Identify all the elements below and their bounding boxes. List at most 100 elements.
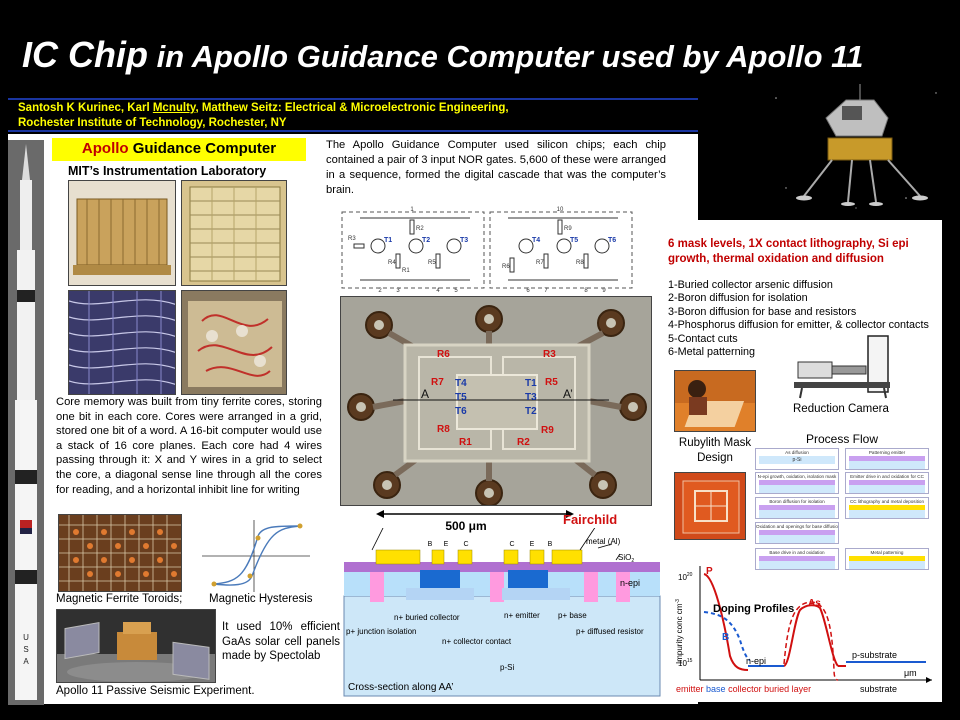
process-flow-step: Oxidation and openings for base diffusio… <box>755 522 839 544</box>
process-flow-caption: CC lithography and metal deposition <box>849 499 925 504</box>
seismic-label: Apollo 11 Passive Seismic Experiment. <box>56 685 255 697</box>
resistor-label: R1 <box>402 268 410 274</box>
collector-contact-label: n+ collector contact <box>442 637 512 646</box>
rubylith-mask-image <box>674 472 746 540</box>
process-step: 2-Boron diffusion for isolation <box>668 292 808 305</box>
cross-section-letter: E <box>530 541 535 548</box>
b-profile-label: B <box>722 632 729 643</box>
resistor-label: R4 <box>388 260 396 266</box>
process-flow-step: CC lithography and metal deposition <box>845 497 929 519</box>
cross-section-letter: E <box>444 541 449 548</box>
doping-legend: emitter base collector buried layer <box>676 684 811 694</box>
reduction-camera-image <box>794 335 890 399</box>
pin-label: 1 <box>410 207 414 213</box>
cross-section-letter: C <box>463 541 468 548</box>
reduction-camera-label: Reduction Camera <box>793 403 889 415</box>
die-resistor-label: R6 <box>437 349 450 360</box>
rubylith-photo <box>674 370 756 432</box>
resistor-label: R9 <box>564 226 572 232</box>
transistor-label: T1 <box>384 237 392 244</box>
core-rope-photo <box>68 290 176 395</box>
base-label: p+ base <box>558 611 587 620</box>
nor-gate-schematic: 1 2 3 4 5 6 7 8 9 10 T1 T2 T3 T4 T5 T6 R… <box>341 207 633 294</box>
toroids-label: Magnetic Ferrite Toroids; <box>56 593 183 605</box>
die-resistor-label: R3 <box>543 349 556 360</box>
metal-label: metal (Al) <box>586 537 621 546</box>
seismic-experiment-photo <box>56 609 216 683</box>
poster-title: IC Chip in Apollo Guidance Computer used… <box>22 34 863 76</box>
process-flow-caption: Oxidation and openings for base diffusio… <box>756 524 839 529</box>
transistor-label: T3 <box>460 237 468 244</box>
pin-label: 8 <box>584 288 588 294</box>
die-resistor-label: R7 <box>431 377 444 388</box>
process-flow-step: N-epi growth, oxidation, isolation mask <box>755 472 839 494</box>
process-flow-caption: Patterning emitter <box>868 450 906 455</box>
apollo-word: Apollo <box>81 140 129 157</box>
title-rest: in Apollo Guidance Computer used by Apol… <box>147 39 864 74</box>
cross-section-letter: C <box>509 541 514 548</box>
doping-profile-chart: Impurity conc cm-3 1020 1015 P B As n-ep… <box>675 566 932 694</box>
transistor-label: T6 <box>608 237 616 244</box>
section-a-prime-label: A’ <box>563 387 573 401</box>
mask-levels-heading: 6 mask levels, 1X contact lithography, S… <box>668 238 909 265</box>
n-epi-label: n-epi <box>620 578 640 588</box>
hysteresis-label: Magnetic Hysteresis <box>209 593 313 605</box>
p-substrate-label: p-substrate <box>852 650 897 660</box>
process-flow-caption: Metal patterning <box>870 550 904 555</box>
resistor-label: R7 <box>536 260 544 266</box>
chip-die-photo: R6 R7 R8 R1 R3 R5 R9 R2 T4 T5 T6 T1 T3 T… <box>340 296 652 506</box>
apollo-heading: Apollo Guidance Computer <box>52 138 306 161</box>
hysteresis-diagram <box>202 520 310 592</box>
die-transistor-label: T1 <box>525 378 537 389</box>
transistor-label: T4 <box>532 237 540 244</box>
pin-label: 2 <box>378 288 382 294</box>
p-si-label: p-Si <box>500 663 514 672</box>
title-main: IC Chip <box>22 34 148 75</box>
die-transistor-label: T4 <box>455 378 467 389</box>
process-flow-step: Emitter drive in and oxidation for CC <box>845 472 929 494</box>
x-unit-label: μm <box>904 668 917 678</box>
process-flow-caption: N-epi growth, oxidation, isolation mask <box>757 474 837 479</box>
resistor-label: R5 <box>428 260 436 266</box>
process-step: 4-Phosphorus diffusion for emitter, & co… <box>668 319 929 332</box>
process-flow-step: Base drive in and oxidation <box>755 548 839 570</box>
oxide-label: SiO2 <box>618 553 634 564</box>
cross-section-diagram: B E C C E B metal (Al) SiO2 n-epi p-Si p… <box>343 528 661 697</box>
p-profile-label: P <box>706 566 713 577</box>
diffused-resistor-label: p+ diffused resistor <box>576 627 644 636</box>
authors-prefix: Santosh K Kurinec, Karl <box>18 102 153 114</box>
process-steps-list: 1-Buried collector arsenic diffusion 2-B… <box>668 279 929 359</box>
module-wiring-photo <box>181 290 287 395</box>
process-step: 6-Metal patterning <box>668 346 756 359</box>
pin-label: 6 <box>526 288 530 294</box>
guidance-word: Guidance Computer <box>128 140 277 157</box>
cross-section-letter: B <box>548 541 553 548</box>
y-top-label: 1020 <box>678 572 693 582</box>
die-resistor-label: R1 <box>459 437 472 448</box>
pin-label: 4 <box>436 288 440 294</box>
scale-bar: 500 μm <box>376 510 574 533</box>
pin-label: 10 <box>557 207 564 213</box>
resistor-label: R3 <box>348 236 356 242</box>
core-memory-text: Core memory was built from tiny ferrite … <box>56 396 322 496</box>
process-step: 1-Buried collector arsenic diffusion <box>668 279 833 291</box>
pin-label: 5 <box>454 288 458 294</box>
n-epi-profile-label: n-epi <box>746 656 766 666</box>
module-photo-1 <box>68 180 176 286</box>
transistor-label: T2 <box>422 237 430 244</box>
die-transistor-label: T3 <box>525 392 537 403</box>
die-resistor-label: R9 <box>541 425 554 436</box>
substrate-label: substrate <box>860 684 897 694</box>
authors-suffix: , Matthew Seitz: Electrical & Microelect… <box>195 102 509 114</box>
die-transistor-label: T5 <box>455 392 467 403</box>
pin-label: 3 <box>396 288 400 294</box>
process-flow-label: Process Flow <box>806 432 879 446</box>
process-flow-caption: Boron diffusion for isolation <box>769 499 825 504</box>
cross-section-caption: Cross-section along AA’ <box>348 682 453 693</box>
die-transistor-label: T6 <box>455 406 467 417</box>
process-flow-step: Metal patterning <box>845 548 929 570</box>
process-flow-step: Patterning emitter <box>845 448 929 470</box>
process-flow-caption: As diffusion <box>785 450 809 455</box>
section-a-label: A <box>421 387 429 401</box>
die-resistor-label: R8 <box>437 424 450 435</box>
